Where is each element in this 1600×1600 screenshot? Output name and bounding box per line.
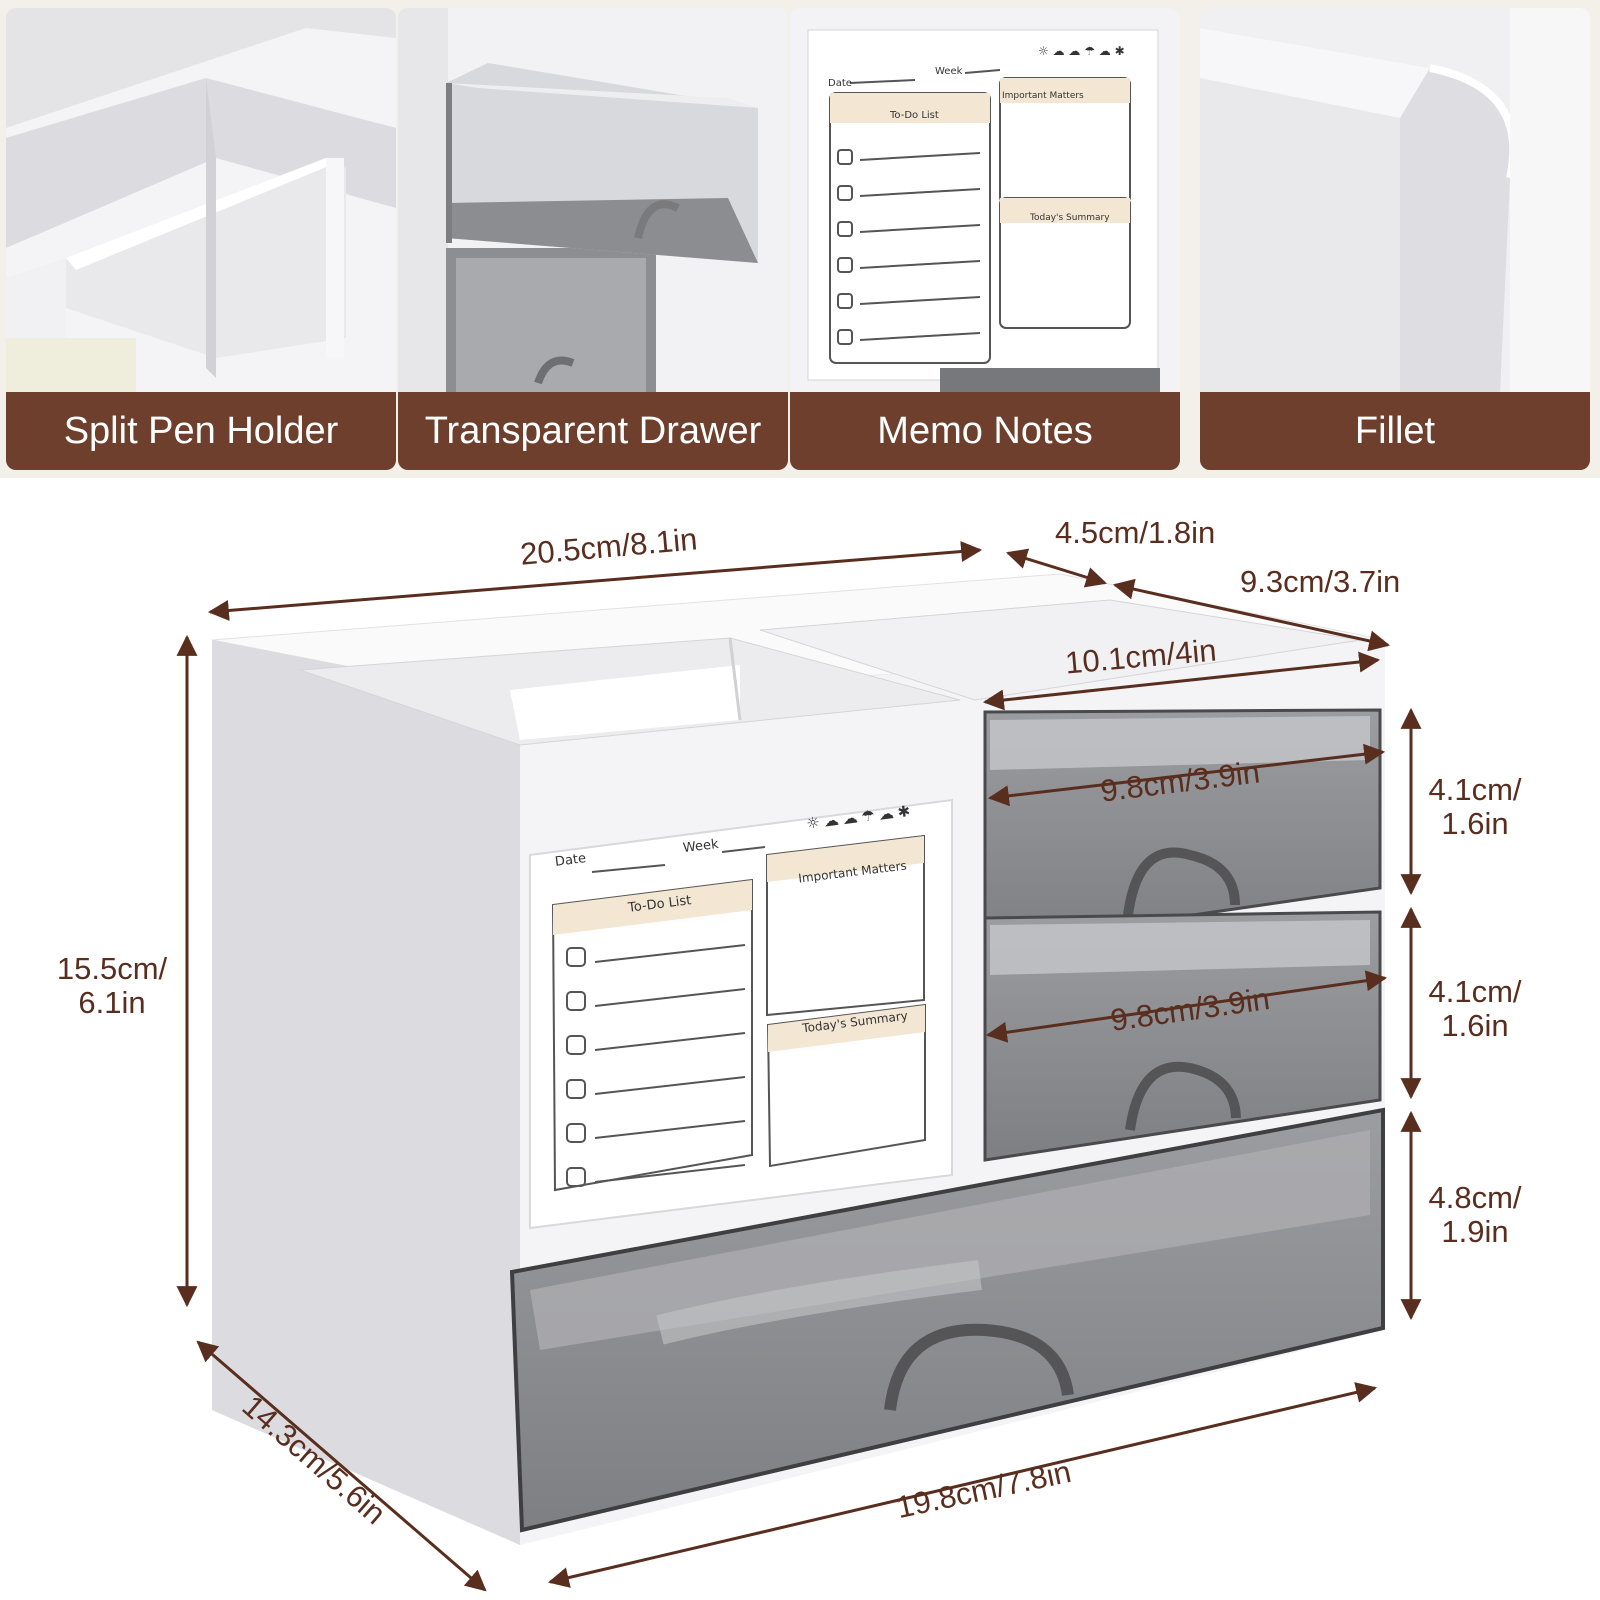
dim-drawer2-height-line1: 4.1cm/	[1428, 974, 1522, 1009]
feature-strip: Split Pen Holder Transparent Drawer	[0, 0, 1600, 478]
dimension-arrows	[176, 541, 1422, 1592]
feature-card-memo-notes: Date Week To-Do List Important Matters T…	[790, 8, 1180, 470]
dim-drawer3-height-line1: 4.8cm/	[1428, 1180, 1522, 1215]
rounded-corner-photo	[1200, 8, 1590, 393]
memo-board	[529, 798, 953, 1230]
todo-checkboxes	[566, 846, 766, 1187]
dim-drawer3-height-line2: 1.9in	[1441, 1214, 1509, 1249]
svg-text:☼ ☁ ☁ ☂ ☁ ✱: ☼ ☁ ☁ ☂ ☁ ✱	[1038, 44, 1125, 58]
svg-text:Week: Week	[935, 66, 963, 77]
dim-drawer1-height: 4.1cm/ 1.6in	[1420, 773, 1530, 841]
organizer-illustration	[176, 541, 1422, 1592]
memo-notes-photo: Date Week To-Do List Important Matters T…	[790, 8, 1180, 393]
dim-drawer2-height: 4.1cm/ 1.6in	[1420, 975, 1530, 1043]
dim-height-total-line1: 15.5cm/	[56, 951, 168, 986]
feature-label-transparent-drawer: Transparent Drawer	[398, 392, 788, 470]
drawer-2-handle-icon[interactable]	[1125, 1061, 1241, 1131]
dim-depth-upper: 4.5cm/1.8in	[1055, 515, 1216, 550]
dimension-diagram: Date Week To-Do List Important Matters T…	[0, 478, 1600, 1600]
dim-height-total-line2: 6.1in	[78, 985, 146, 1020]
dim-drawer1-height-line1: 4.1cm/	[1428, 772, 1522, 807]
feature-card-transparent-drawer: Transparent Drawer	[398, 8, 788, 470]
dim-drawer3-height: 4.8cm/ 1.9in	[1420, 1181, 1530, 1249]
feature-label-fillet: Fillet	[1200, 392, 1590, 470]
transparent-drawer-photo	[398, 8, 788, 393]
svg-text:Today's Summary: Today's Summary	[1029, 213, 1110, 223]
drawer-3-handle-icon[interactable]	[884, 1323, 1074, 1411]
feature-label-memo-notes: Memo Notes	[790, 392, 1180, 470]
feature-card-split-pen-holder: Split Pen Holder	[6, 8, 396, 470]
split-pen-holder-photo	[6, 8, 396, 393]
dim-drawer2-height-line2: 1.6in	[1441, 1008, 1509, 1043]
svg-text:Important Matters: Important Matters	[1002, 91, 1084, 101]
svg-text:Date: Date	[828, 78, 852, 89]
drawer-1-handle-icon[interactable]	[1123, 847, 1240, 916]
feature-label-split-pen-holder: Split Pen Holder	[6, 392, 396, 470]
dim-depth-right: 9.3cm/3.7in	[1240, 564, 1401, 599]
feature-card-fillet: Fillet	[1200, 8, 1590, 470]
dim-drawer1-height-line2: 1.6in	[1441, 806, 1509, 841]
dim-height-total: 15.5cm/ 6.1in	[52, 952, 172, 1020]
svg-text:To-Do List: To-Do List	[889, 110, 939, 121]
